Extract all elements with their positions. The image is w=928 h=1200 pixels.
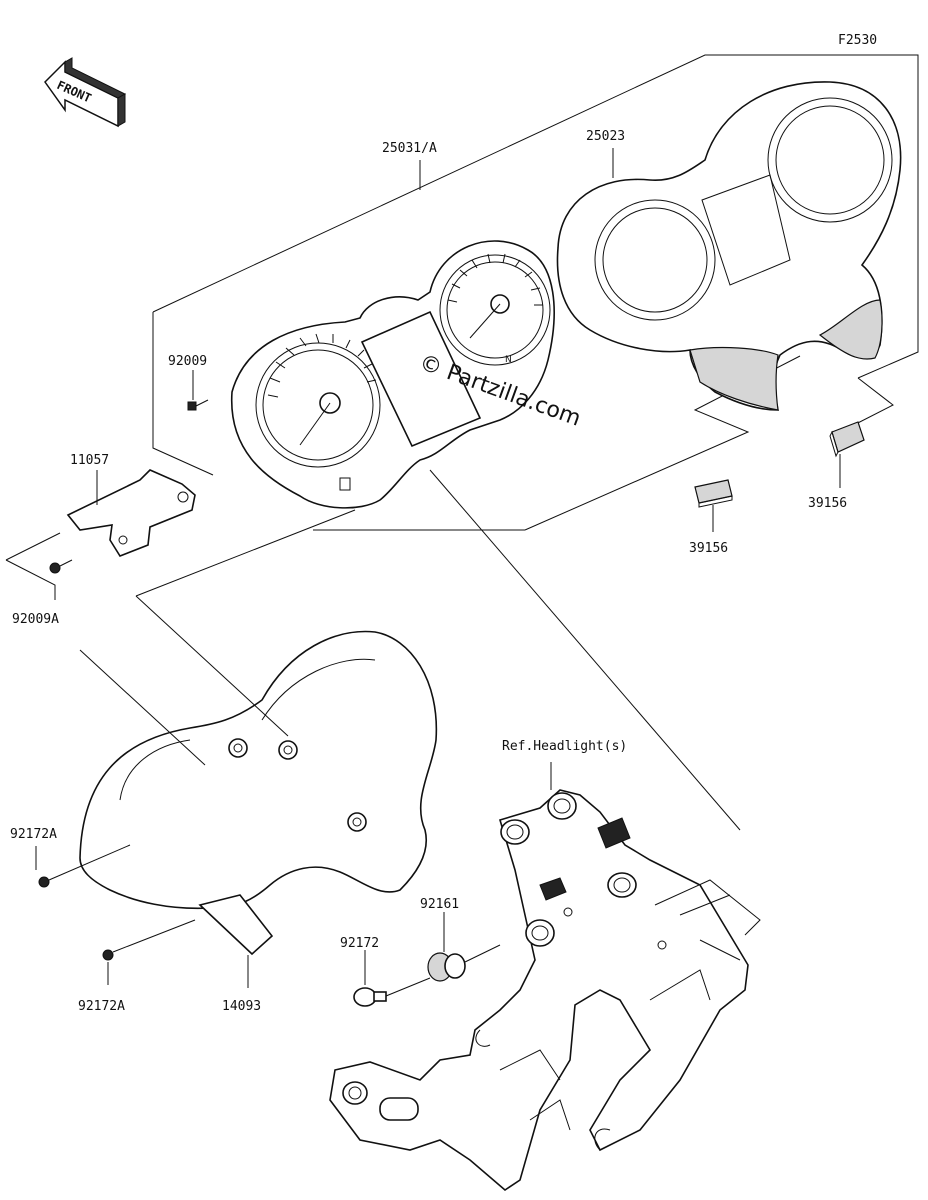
meter-assembly: N [231,240,555,509]
label-14093: 14093 [222,999,261,1014]
label-39156-2: 39156 [808,496,847,511]
label-92172a-2: 92172A [78,999,125,1014]
meter-case [556,81,902,411]
screw-92172 [353,950,431,1007]
grommet-92161 [427,912,501,982]
headlight-bracket [329,762,761,1192]
pad-2 [829,421,865,458]
label-25031a: 25031/A [382,141,437,156]
label-11057: 11057 [70,453,109,468]
screw-92009a [5,532,73,600]
label-92172: 92172 [340,936,379,951]
figure-code: F2530 [838,33,877,48]
label-ref-headlight: Ref.Headlight(s) [502,739,627,754]
front-arrow-icon: FRONT [44,57,127,128]
screw-92009 [187,370,209,411]
label-92009: 92009 [168,354,207,369]
svg-text:N: N [505,355,512,365]
label-39156-1: 39156 [689,541,728,556]
cover-14093 [79,630,438,956]
screw-92172a-1 [35,844,131,888]
label-92009a: 92009A [12,612,59,627]
pad-1 [694,479,733,508]
label-25023: 25023 [586,129,625,144]
bracket-11057 [66,469,196,557]
label-92161: 92161 [420,897,459,912]
screw-92172a-2 [102,919,196,985]
label-92172a-1: 92172A [10,827,57,842]
